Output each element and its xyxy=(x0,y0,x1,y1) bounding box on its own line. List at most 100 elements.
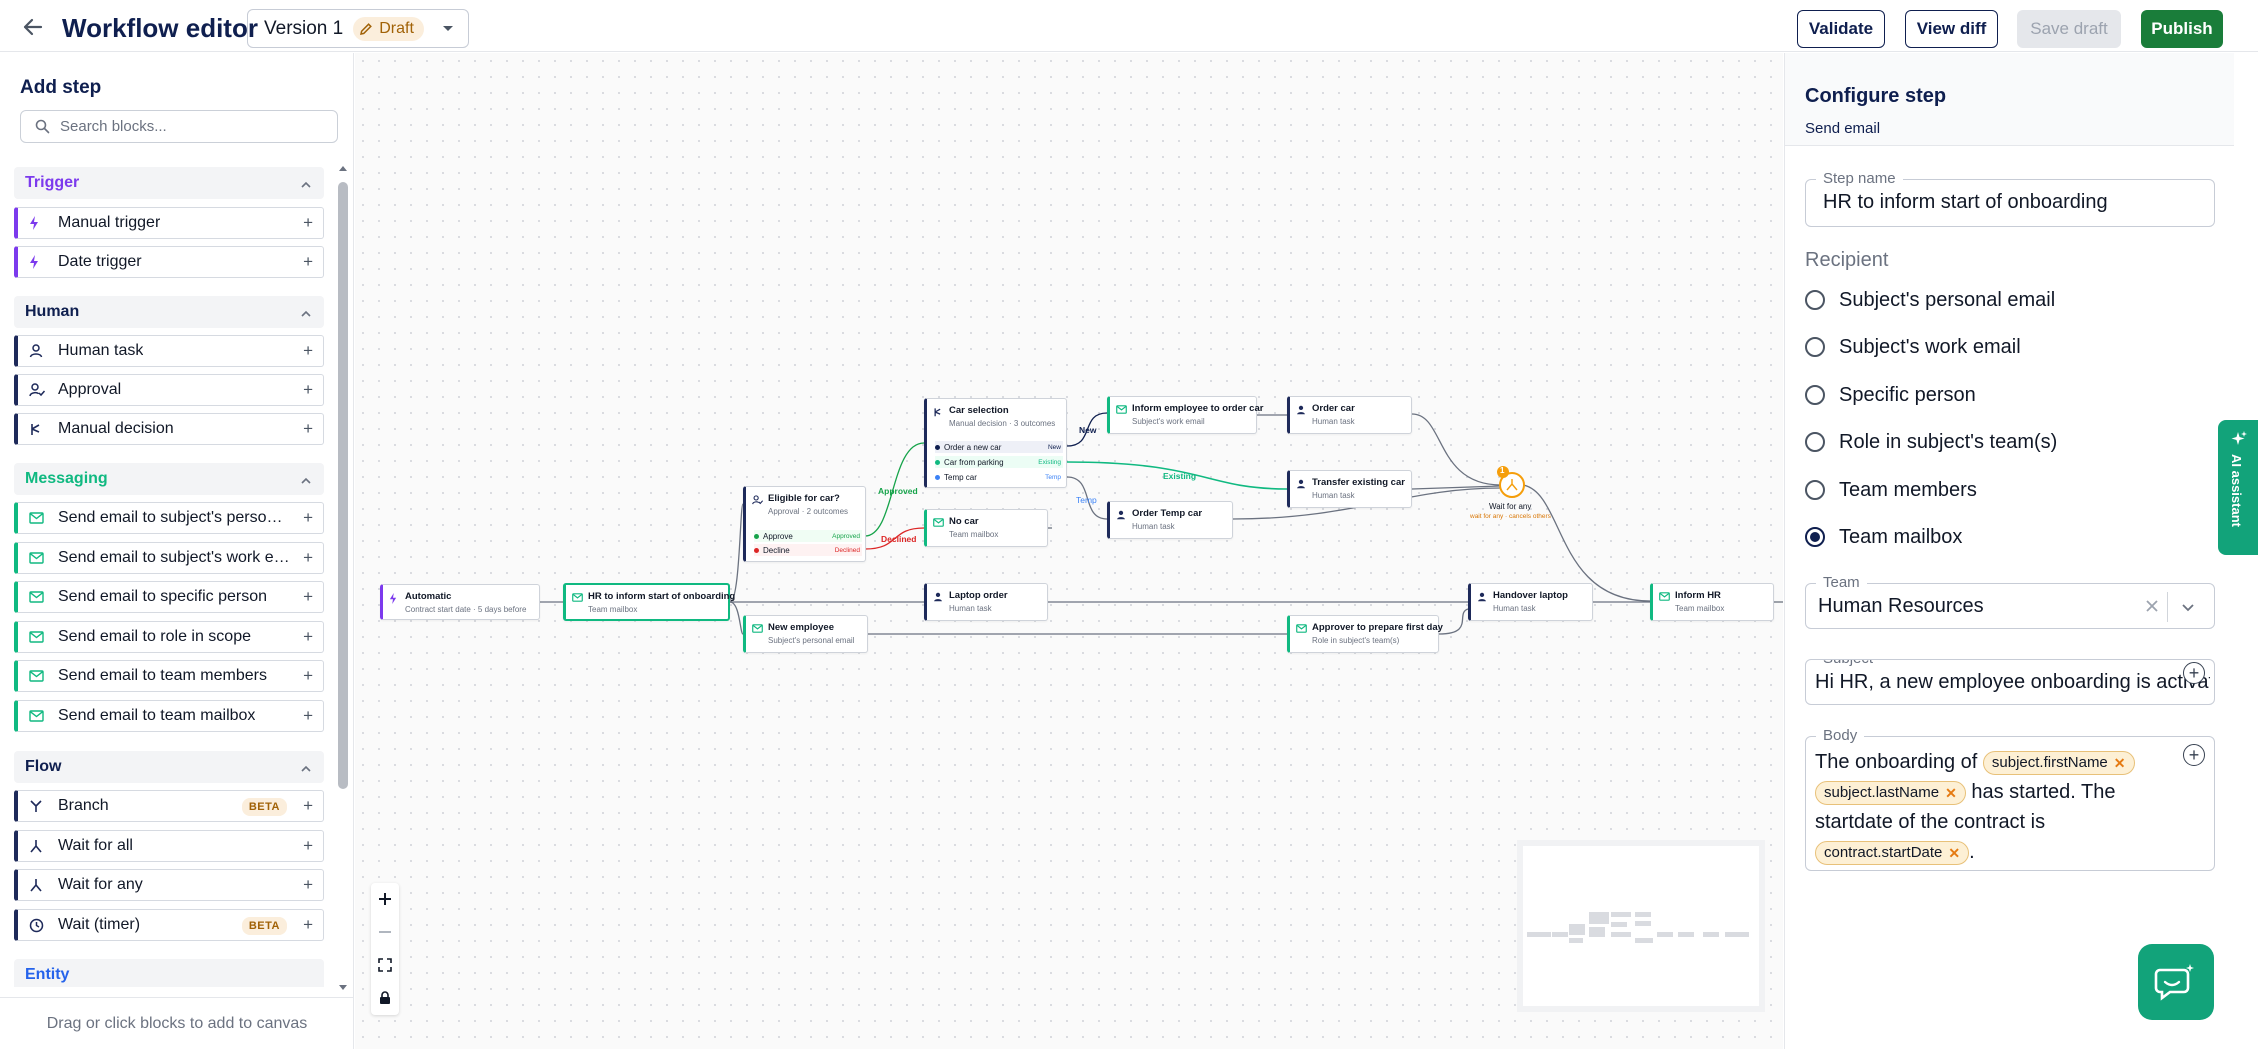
search-blocks-box[interactable] xyxy=(20,110,338,143)
block-email-team-mailbox[interactable]: Send email to team mailbox + xyxy=(14,700,324,732)
add-icon[interactable]: + xyxy=(303,508,313,527)
variable-chip[interactable]: subject.lastName✕ xyxy=(1815,780,1966,805)
node-order-car[interactable]: Order car Human task xyxy=(1287,396,1412,434)
block-email-role[interactable]: Send email to role in scope + xyxy=(14,621,324,653)
radio-button[interactable] xyxy=(1805,337,1825,357)
radio-button[interactable] xyxy=(1805,385,1825,405)
add-icon[interactable]: + xyxy=(303,915,313,934)
node-car-selection[interactable]: Car selection Manual decision · 3 outcom… xyxy=(924,398,1067,488)
node-new-employee[interactable]: New employee Subject's personal email xyxy=(743,615,868,653)
add-icon[interactable]: + xyxy=(303,627,313,646)
block-branch[interactable]: Branch BETA + xyxy=(14,790,324,822)
save-draft-button[interactable]: Save draft xyxy=(2017,10,2121,48)
node-inform-employee[interactable]: Inform employee to order car Subject's w… xyxy=(1107,396,1263,434)
subject-value[interactable]: Hi HR, a new employee onboarding is acti… xyxy=(1815,671,2210,693)
outcome-temp-car[interactable]: Temp car Temp xyxy=(935,471,1063,483)
add-icon[interactable]: + xyxy=(303,875,313,894)
node-handover-laptop[interactable]: Handover laptop Human task xyxy=(1468,583,1593,621)
node-hr-inform-selected[interactable]: HR to inform start of onboarding Team ma… xyxy=(563,583,735,621)
section-entity[interactable]: Entity xyxy=(14,959,324,987)
add-icon[interactable]: + xyxy=(303,341,313,360)
radio-button[interactable] xyxy=(1805,290,1825,310)
search-input[interactable] xyxy=(60,118,320,135)
outcome-order-new-car[interactable]: Order a new car New xyxy=(935,441,1063,453)
chevron-up-icon[interactable] xyxy=(300,306,312,324)
fit-view-icon[interactable] xyxy=(371,949,399,981)
clear-icon[interactable] xyxy=(2145,599,2159,618)
workflow-canvas[interactable]: 1 Wait for any wait for any · cancels ot… xyxy=(355,53,1783,1049)
add-icon[interactable]: + xyxy=(303,836,313,855)
ai-assistant-tab[interactable]: AI assistant xyxy=(2218,420,2258,555)
block-wait-timer[interactable]: Wait (timer) BETA + xyxy=(14,909,324,941)
variable-chip[interactable]: contract.startDate✕ xyxy=(1815,840,1970,865)
chevron-up-icon[interactable] xyxy=(300,473,312,491)
chevron-up-icon[interactable] xyxy=(300,761,312,779)
block-list[interactable]: Trigger Manual trigger + Date trigger + … xyxy=(14,167,326,987)
step-name-value[interactable]: HR to inform start of onboarding xyxy=(1823,191,2108,213)
block-email-work[interactable]: Send email to subject's work email + xyxy=(14,542,324,574)
validate-button[interactable]: Validate xyxy=(1797,10,1885,48)
block-manual-decision[interactable]: Manual decision + xyxy=(14,413,324,445)
variable-chip[interactable]: subject.firstName✕ xyxy=(1982,750,2135,775)
zoom-in-icon[interactable] xyxy=(371,883,399,915)
radio-personal-email[interactable]: Subject's personal email xyxy=(1805,285,2055,315)
section-trigger[interactable]: Trigger xyxy=(14,167,324,199)
block-manual-trigger[interactable]: Manual trigger + xyxy=(14,207,324,239)
section-flow[interactable]: Flow xyxy=(14,751,324,783)
node-no-car[interactable]: No car Team mailbox xyxy=(924,509,1048,547)
remove-chip-icon[interactable]: ✕ xyxy=(1948,844,1961,861)
block-email-specific[interactable]: Send email to specific person + xyxy=(14,581,324,613)
step-name-field[interactable]: Step name HR to inform start of onboardi… xyxy=(1805,170,2215,227)
publish-button[interactable]: Publish xyxy=(2141,10,2223,48)
team-select[interactable]: Team Human Resources xyxy=(1805,574,2215,629)
add-icon[interactable]: + xyxy=(303,419,313,438)
node-laptop-order[interactable]: Laptop order Human task xyxy=(924,583,1048,621)
node-eligible-for-car[interactable]: Eligible for car? Approval · 2 outcomes … xyxy=(743,486,866,562)
body-field[interactable]: Body The onboarding of subject.firstName… xyxy=(1805,727,2215,871)
block-email-personal[interactable]: Send email to subject's personal email + xyxy=(14,502,324,534)
block-human-task[interactable]: Human task + xyxy=(14,335,324,367)
minimap[interactable] xyxy=(1523,846,1759,1006)
block-approval[interactable]: Approval + xyxy=(14,374,324,406)
radio-button[interactable] xyxy=(1805,432,1825,452)
remove-chip-icon[interactable]: ✕ xyxy=(2113,754,2126,771)
add-icon[interactable]: + xyxy=(303,252,313,271)
block-date-trigger[interactable]: Date trigger + xyxy=(14,246,324,278)
add-icon[interactable]: + xyxy=(303,213,313,232)
radio-role-in-team[interactable]: Role in subject's team(s) xyxy=(1805,427,2057,457)
radio-team-mailbox[interactable]: Team mailbox xyxy=(1805,522,1962,552)
remove-chip-icon[interactable]: ✕ xyxy=(1945,784,1957,801)
section-messaging[interactable]: Messaging xyxy=(14,463,324,495)
version-select[interactable]: Version 1 Draft xyxy=(247,9,469,48)
scrollbar[interactable] xyxy=(337,163,349,993)
lock-icon[interactable] xyxy=(371,982,399,1014)
chevron-up-icon[interactable] xyxy=(300,177,312,195)
add-icon[interactable]: + xyxy=(303,587,313,606)
radio-specific-person[interactable]: Specific person xyxy=(1805,380,1976,410)
back-arrow-icon[interactable] xyxy=(20,14,46,40)
block-email-team-members[interactable]: Send email to team members + xyxy=(14,660,324,692)
add-icon[interactable]: + xyxy=(303,666,313,685)
add-icon[interactable]: + xyxy=(303,548,313,567)
outcome-car-from-parking[interactable]: Car from parking Existing xyxy=(935,456,1063,468)
node-inform-hr[interactable]: Inform HR Team mailbox xyxy=(1650,583,1774,621)
insert-variable-icon[interactable]: + xyxy=(2183,662,2205,684)
radio-button-selected[interactable] xyxy=(1805,527,1825,547)
scrollbar-thumb[interactable] xyxy=(338,182,348,789)
outcome-approve[interactable]: Approve Approved xyxy=(754,530,862,542)
subject-field[interactable]: Subject Hi HR, a new employee onboarding… xyxy=(1805,659,2215,705)
outcome-decline[interactable]: Decline Declined xyxy=(754,544,862,556)
node-order-temp-car[interactable]: Order Temp car Human task xyxy=(1107,501,1233,539)
node-transfer-existing-car[interactable]: Transfer existing car Human task xyxy=(1287,470,1412,508)
node-approver-prepare[interactable]: Approver to prepare first day Role in su… xyxy=(1287,615,1443,653)
block-wait-for-any[interactable]: Wait for any + xyxy=(14,869,324,901)
block-wait-for-all[interactable]: Wait for all + xyxy=(14,830,324,862)
radio-work-email[interactable]: Subject's work email xyxy=(1805,332,2021,362)
zoom-out-icon[interactable] xyxy=(371,916,399,948)
add-icon[interactable]: + xyxy=(303,706,313,725)
radio-button[interactable] xyxy=(1805,480,1825,500)
radio-team-members[interactable]: Team members xyxy=(1805,475,1977,505)
section-human[interactable]: Human xyxy=(14,296,324,328)
add-icon[interactable]: + xyxy=(303,796,313,815)
add-icon[interactable]: + xyxy=(303,380,313,399)
